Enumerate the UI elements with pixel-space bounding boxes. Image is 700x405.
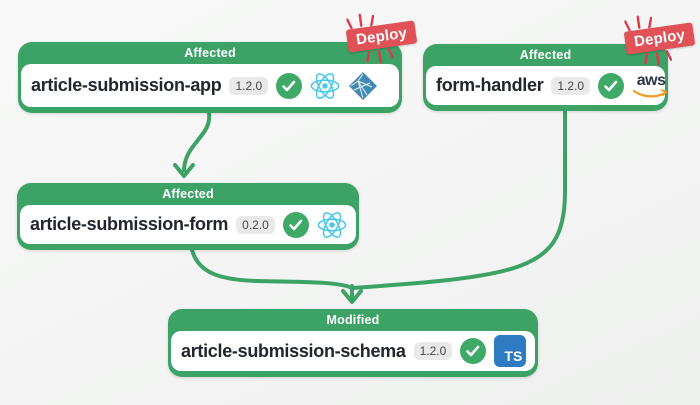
version-badge: 1.2.0 bbox=[551, 76, 591, 95]
aws-icon-label: aws bbox=[636, 72, 666, 89]
edge-form-to-schema bbox=[190, 248, 354, 290]
react-icon bbox=[310, 71, 340, 101]
edge-handler-to-schema bbox=[350, 110, 567, 290]
sparkle-burst-icon bbox=[345, 13, 375, 30]
node-card-article-submission-app: Affected article-submission-app 1.2.0 De… bbox=[18, 13, 418, 113]
node-card-article-submission-schema: Modified article-submission-schema 1.2.0… bbox=[168, 309, 538, 377]
deploy-badge-wrap: Deploy bbox=[623, 15, 696, 66]
sparkle-burst-icon bbox=[365, 47, 395, 64]
card-status-header: Affected bbox=[184, 46, 236, 60]
card-status-header: Modified bbox=[326, 313, 380, 327]
edge-merge-arrowhead bbox=[341, 289, 363, 304]
typescript-icon: TS bbox=[494, 335, 527, 367]
package-name: article-submission-form bbox=[30, 214, 229, 234]
netlify-icon bbox=[348, 71, 378, 101]
card-status-header: Affected bbox=[162, 187, 214, 201]
package-name: form-handler bbox=[436, 75, 544, 95]
check-circle-icon bbox=[460, 338, 487, 364]
check-circle-icon bbox=[276, 72, 303, 99]
package-name: article-submission-app bbox=[31, 75, 222, 95]
aws-icon: aws bbox=[632, 73, 670, 98]
react-icon bbox=[317, 210, 347, 240]
deploy-badge-wrap: Deploy bbox=[345, 13, 418, 64]
sparkle-burst-icon bbox=[643, 49, 673, 66]
version-badge: 1.2.0 bbox=[413, 342, 453, 360]
edge-app-to-form-arrowhead bbox=[173, 163, 195, 178]
version-badge: 0.2.0 bbox=[236, 215, 275, 234]
package-name: article-submission-schema bbox=[181, 340, 406, 361]
edge-app-to-form bbox=[182, 111, 212, 172]
typescript-icon-label: TS bbox=[504, 348, 523, 364]
node-card-form-handler: Affected form-handler 1.2.0 aws Deploy bbox=[423, 15, 696, 111]
card-status-header: Affected bbox=[519, 48, 572, 62]
sparkle-burst-icon bbox=[623, 15, 653, 32]
check-circle-icon bbox=[282, 211, 309, 238]
check-circle-icon bbox=[598, 72, 625, 99]
node-card-article-submission-form: Affected article-submission-form 0.2.0 bbox=[17, 183, 359, 250]
version-badge: 1.2.0 bbox=[229, 76, 269, 95]
